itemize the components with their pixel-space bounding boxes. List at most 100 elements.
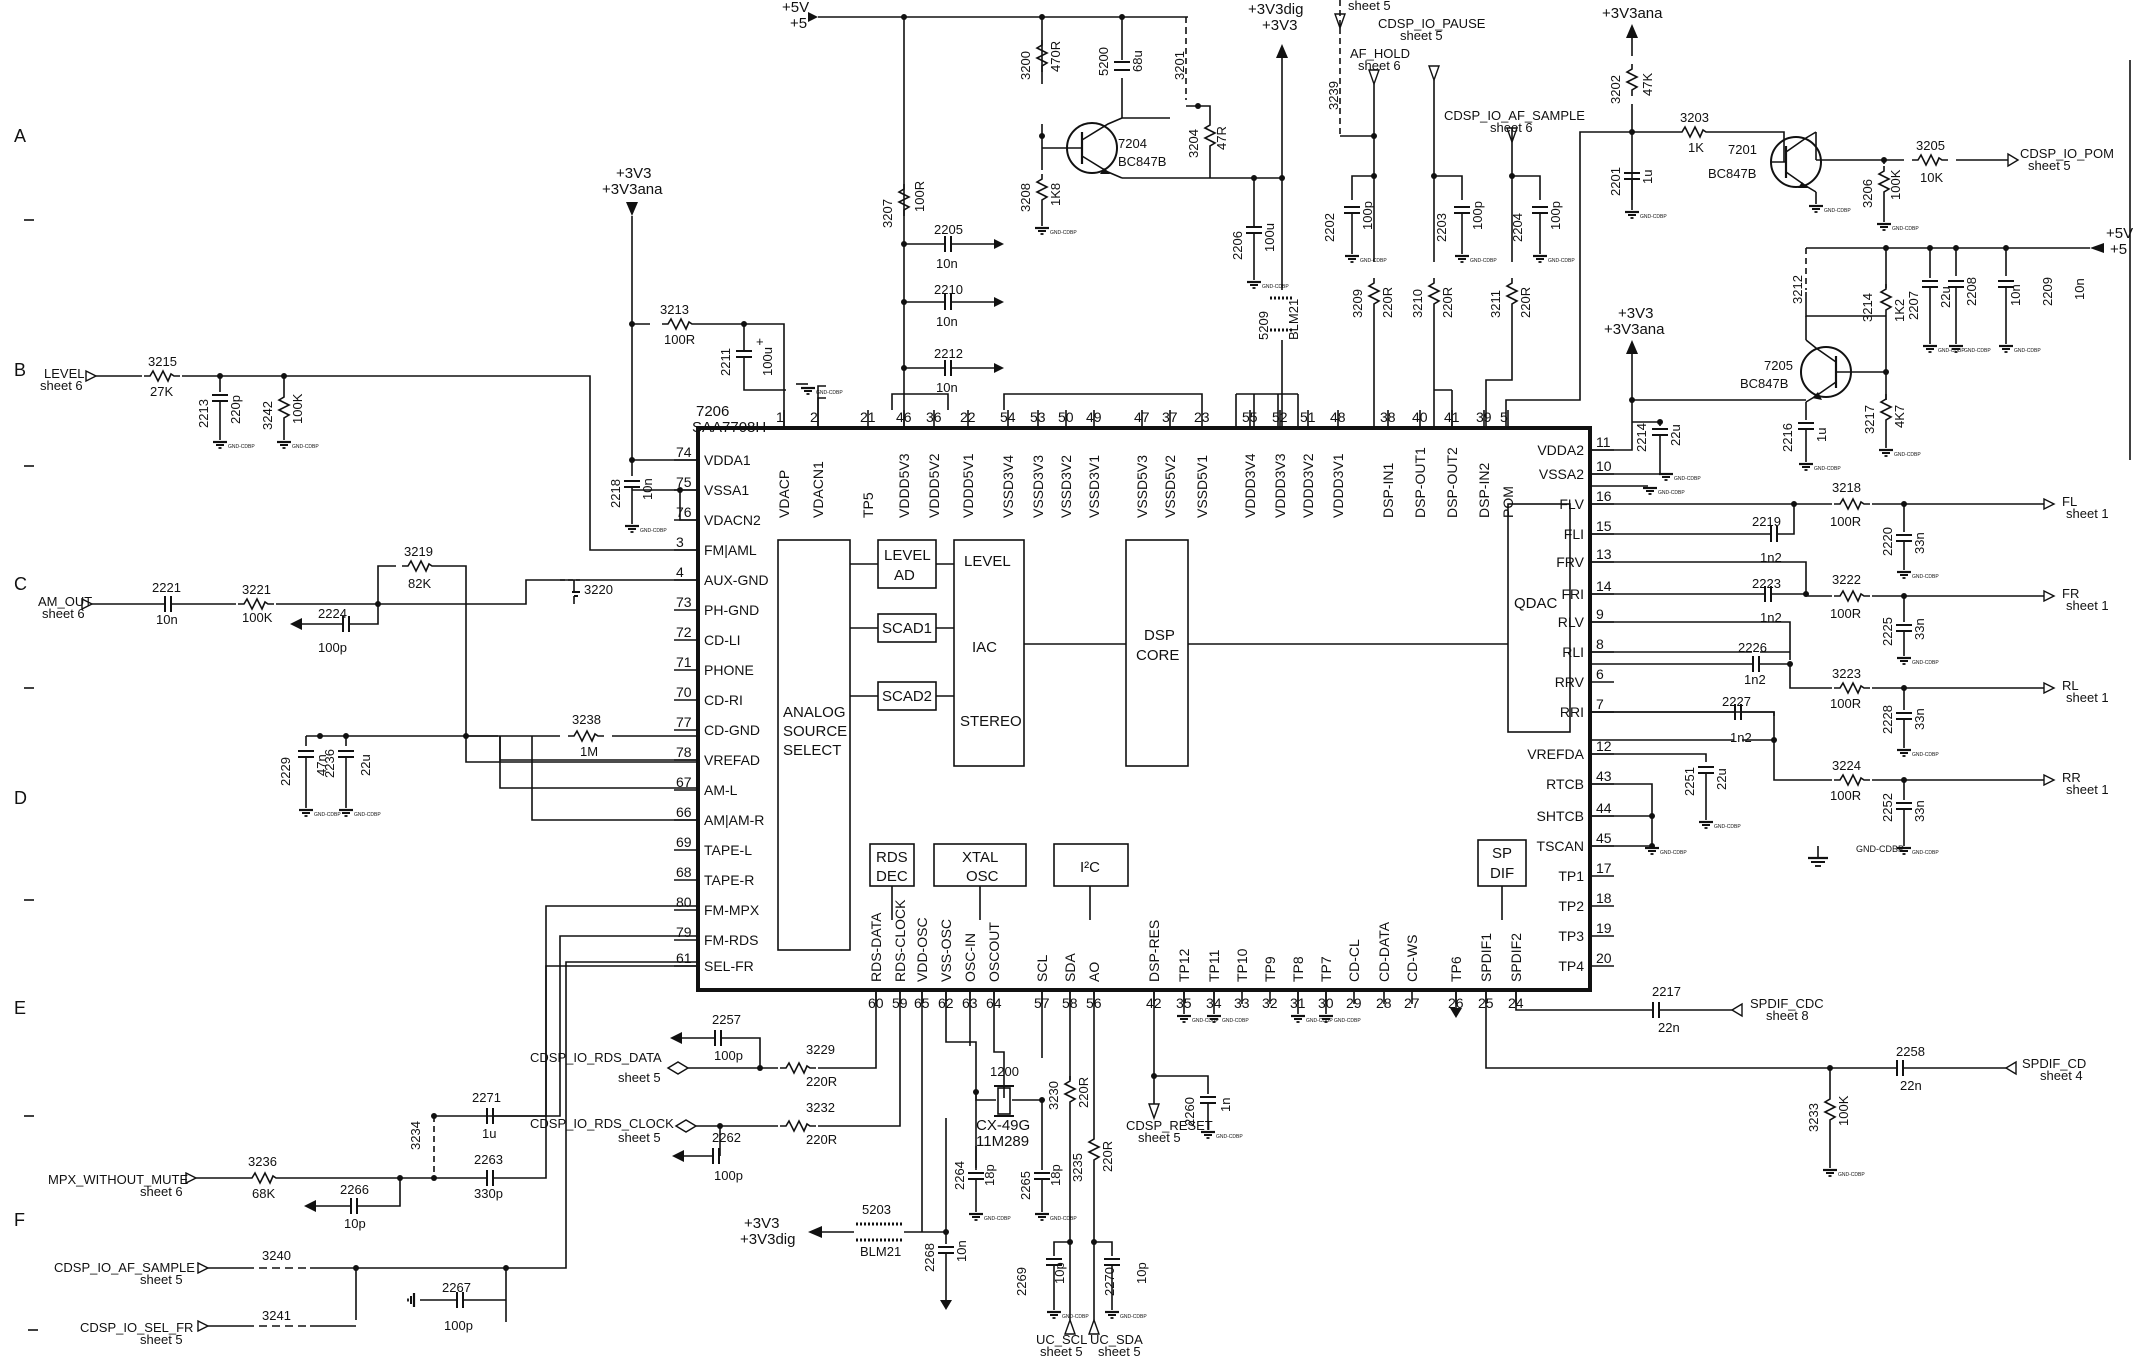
svg-text:+5: +5	[2110, 241, 2127, 258]
r3201: 3201	[1172, 51, 1187, 80]
svg-text:3208: 3208	[1018, 183, 1033, 212]
svg-text:LEVEL: LEVEL	[884, 547, 931, 564]
svg-text:3233: 3233	[1806, 1103, 1821, 1132]
pin-name: VSSD5V2	[1162, 455, 1178, 518]
svg-text:2229: 2229	[278, 757, 293, 786]
svg-text:RL: RL	[2062, 678, 2079, 693]
r3212: 3212	[1790, 275, 1805, 304]
svg-text:UC_SCL: UC_SCL	[1036, 1332, 1087, 1347]
svg-text:2270: 2270	[1102, 1267, 1117, 1296]
pin-number: 20	[1596, 950, 1612, 966]
pin-name: SCL	[1034, 955, 1050, 982]
pin-name: VDDA2	[1537, 442, 1584, 458]
pin-name: AUX-GND	[704, 572, 769, 588]
signal-cdsp-io-pause: CDSP_IO_PAUSE sheet 5	[1378, 16, 1486, 83]
pin-name: TP2	[1558, 898, 1584, 914]
pin-name: TP6	[1448, 956, 1464, 982]
pin-number: 16	[1596, 488, 1612, 504]
svg-text:3230: 3230	[1046, 1081, 1061, 1110]
svg-text:sheet 5: sheet 5	[618, 1130, 661, 1145]
svg-text:3215: 3215	[148, 354, 177, 369]
pin-name: FRI	[1561, 586, 1584, 602]
svg-text:2226: 2226	[1738, 640, 1767, 655]
pin-name: PH-GND	[704, 602, 759, 618]
svg-text:2227: 2227	[1722, 694, 1751, 709]
power-3v3ana-top: +3V3ana	[1602, 5, 1663, 38]
row-label-f: F	[14, 1210, 25, 1230]
svg-text:68u: 68u	[1130, 50, 1145, 72]
pin-number: 29	[1346, 995, 1362, 1011]
pin-number: 61	[676, 950, 692, 966]
svg-text:10n: 10n	[2008, 284, 2023, 306]
pin-number: 54	[1000, 409, 1016, 425]
svg-text:2219: 2219	[1752, 514, 1781, 529]
pin-number: 45	[1596, 830, 1612, 846]
pin-name: VSS-OSC	[938, 919, 954, 982]
pin-number: 43	[1596, 768, 1612, 784]
svg-text:CDSP_IO_SEL_FR: CDSP_IO_SEL_FR	[80, 1320, 193, 1335]
svg-text:2207: 2207	[1906, 291, 1921, 320]
svg-text:sheet 1: sheet 1	[2066, 598, 2109, 613]
svg-text:22u: 22u	[358, 754, 373, 776]
svg-text:100p: 100p	[714, 1048, 743, 1063]
svg-text:2214: 2214	[1634, 423, 1649, 452]
svg-text:2225: 2225	[1880, 617, 1895, 646]
pin-name: VSSD3V2	[1058, 455, 1074, 518]
pin-name: VDDD5V2	[926, 453, 942, 518]
pin-name: FM|AML	[704, 542, 757, 558]
pin-number: 68	[676, 864, 692, 880]
svg-text:sheet 6: sheet 6	[40, 378, 83, 393]
pin-link	[817, 397, 826, 410]
svg-text:3203: 3203	[1680, 110, 1709, 125]
svg-text:3238: 3238	[572, 712, 601, 727]
svg-text:+3V3dig: +3V3dig	[1248, 1, 1303, 18]
svg-text:3219: 3219	[404, 544, 433, 559]
r3220: 3220	[560, 579, 613, 604]
pin-number: 33	[1234, 995, 1250, 1011]
pin-name: DSP-IN1	[1380, 463, 1396, 518]
svg-text:+5: +5	[790, 15, 807, 32]
svg-text:+3V3ana: +3V3ana	[602, 181, 663, 198]
signal-sel-fr: CDSP_IO_SEL_FR sheet 5	[80, 1319, 210, 1347]
svg-text:10n: 10n	[156, 612, 178, 627]
pin-number: 22	[960, 409, 976, 425]
svg-text:3204: 3204	[1186, 129, 1201, 158]
transistor-7201: 7201 BC847B	[1708, 131, 1822, 193]
block-scad2: SCAD2	[877, 681, 937, 711]
pin-number: 6	[1596, 666, 1604, 682]
pin-name: VSSD5V1	[1194, 455, 1210, 518]
svg-text:BLM21: BLM21	[1286, 299, 1301, 340]
pin-name: OSCOUT	[986, 922, 1002, 982]
svg-text:sheet 1: sheet 1	[2066, 690, 2109, 705]
svg-text:3214: 3214	[1860, 293, 1875, 322]
pin-name: FLV	[1559, 496, 1584, 512]
pin-name: VDDD3V2	[1300, 453, 1316, 518]
svg-text:sheet 1: sheet 1	[2066, 506, 2109, 521]
pin-name: VSSD3V3	[1030, 455, 1046, 518]
block-level-ad: LEVEL AD	[877, 539, 937, 589]
pin-number: 50	[1058, 409, 1074, 425]
svg-text:3200: 3200	[1018, 51, 1033, 80]
svg-text:UC_SDA: UC_SDA	[1090, 1332, 1143, 1347]
pin-name: AM|AM-R	[704, 812, 764, 828]
